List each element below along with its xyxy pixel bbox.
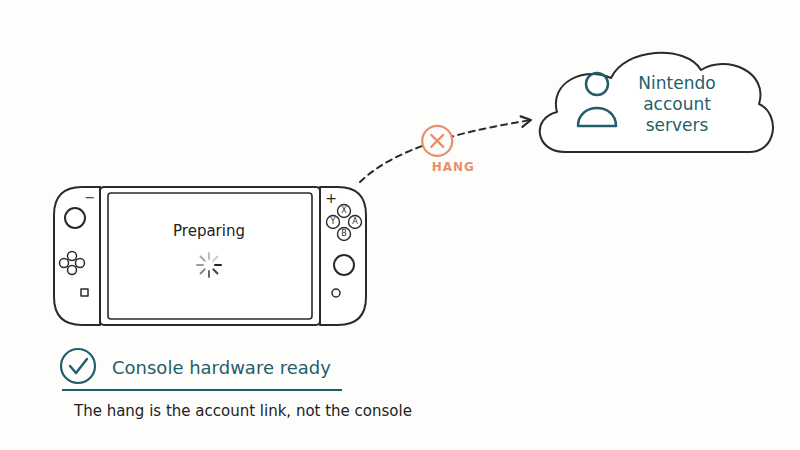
plus-button: + (324, 189, 338, 207)
node-label: Nintendo account servers (621, 73, 733, 136)
edge-label: HANG (429, 160, 478, 174)
minus-button: − (83, 190, 97, 206)
server-cloud: Nintendo account servers (525, 40, 775, 165)
underline-rule (62, 389, 342, 391)
check-circle (61, 349, 95, 383)
console-device: Preparing (52, 185, 368, 327)
note-text: The hang is the account link, not the co… (74, 402, 494, 421)
status-heading: Console hardware ready (112, 356, 352, 379)
node-label: Preparing (109, 221, 309, 241)
button-letter: B (338, 228, 350, 240)
node-outline (52, 185, 368, 327)
button-letter: A (349, 216, 361, 228)
connector (360, 116, 531, 182)
check-mark (70, 359, 87, 373)
button-letter: Y (327, 216, 339, 228)
button-letter: X (338, 205, 350, 217)
hang-icon (422, 126, 452, 156)
